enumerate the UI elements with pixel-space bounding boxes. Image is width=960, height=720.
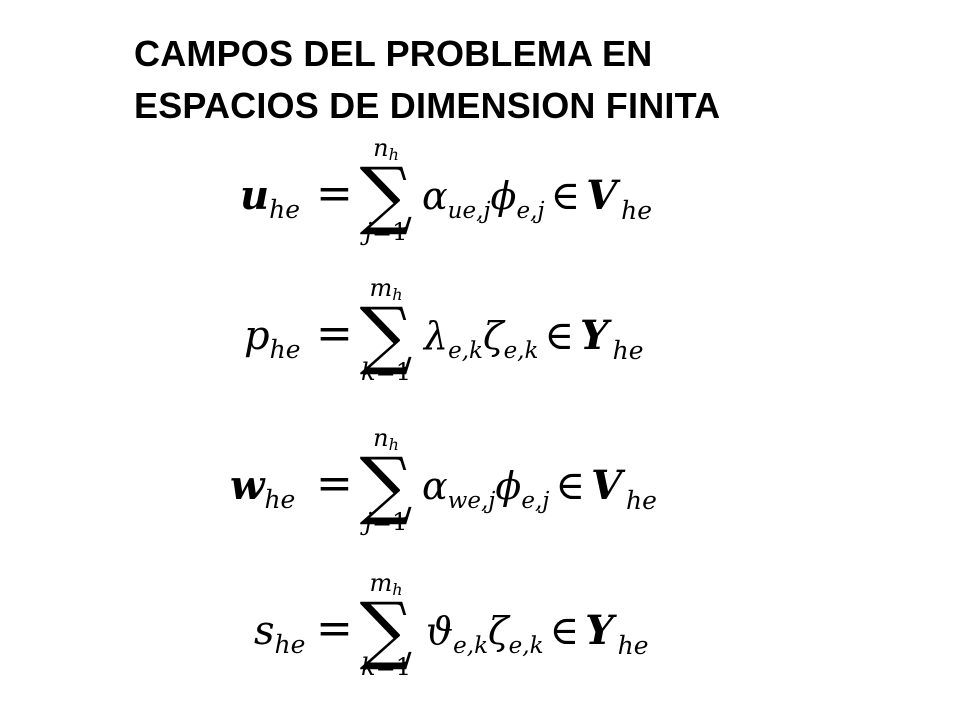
space-subscript: he (621, 196, 653, 225)
sum-upper-limit: mh (356, 274, 416, 304)
lhs-variable: u (240, 172, 270, 219)
basis-subscript: e,j (516, 198, 545, 224)
sum-upper-subscript: h (388, 435, 399, 454)
space-subscript: he (626, 486, 657, 515)
sum-lower-index: k (361, 358, 376, 386)
element-of-symbol: ∈ (555, 463, 585, 509)
sum-upper-limit: mh (356, 569, 416, 599)
summation-symbol: ∑ (359, 152, 413, 238)
sum-upper-variable: m (369, 569, 393, 597)
basis-subscript: e,k (503, 338, 539, 364)
sum-upper-limit: nh (356, 134, 416, 164)
sum-lower-start: =1 (372, 218, 408, 246)
basis-symbol: ζ (488, 609, 509, 653)
sum-lower-limit: j=1 (351, 510, 421, 534)
sum-upper-variable: m (369, 274, 393, 302)
equals-sign: = (316, 458, 353, 509)
space-symbol: V (586, 172, 618, 219)
sum-upper-variable: n (373, 424, 389, 452)
sum-lower-index: k (361, 653, 376, 681)
equation-lhs: uhe (240, 176, 300, 225)
sum-lower-start: =1 (372, 508, 408, 536)
space-symbol: V (591, 462, 623, 509)
coefficient-symbol: ϑ (426, 609, 454, 653)
coefficient-subscript: we,j (447, 488, 496, 514)
sum-upper-subscript: h (388, 145, 399, 164)
coefficient-symbol: α (422, 464, 448, 508)
sum-lower-limit: k=1 (351, 655, 421, 679)
equation-lhs: whe (230, 466, 296, 515)
lhs-subscript: he (264, 485, 296, 514)
sum-lower-limit: k=1 (351, 360, 421, 384)
space-subscript: he (617, 631, 649, 660)
basis-symbol: ϕ (495, 464, 522, 508)
sum-lower-start: =1 (375, 358, 411, 386)
coefficient-subscript: e,k (448, 338, 483, 364)
equals-sign: = (316, 308, 353, 359)
space-symbol: Y (585, 607, 614, 654)
lhs-subscript: he (269, 195, 300, 224)
element-of-symbol: ∈ (550, 173, 581, 219)
summation-symbol: ∑ (359, 442, 413, 528)
lhs-subscript: he (274, 630, 306, 659)
summation-symbol: ∑ (359, 292, 413, 378)
basis-symbol: ϕ (490, 174, 517, 218)
sum-lower-index: j (364, 218, 373, 246)
element-of-symbol: ∈ (549, 608, 580, 654)
lhs-variable: w (230, 462, 265, 509)
equals-sign: = (316, 603, 353, 654)
space-subscript: he (612, 336, 644, 365)
coefficient-symbol: λ (424, 314, 449, 358)
coefficient-symbol: α (422, 174, 448, 218)
coefficient-subscript: e,k (453, 633, 489, 659)
lhs-variable: s (254, 608, 275, 654)
title-line-2: ESPACIOS DE DIMENSION FINITA (134, 85, 721, 126)
coefficient-subscript: ue,j (447, 198, 491, 224)
equation-lhs: phe (244, 313, 301, 364)
sum-lower-index: j (364, 508, 373, 536)
basis-subscript: e,k (508, 633, 544, 659)
sum-upper-variable: n (373, 134, 389, 162)
basis-symbol: ζ (482, 314, 504, 358)
basis-subscript: e,j (521, 488, 550, 514)
element-of-symbol: ∈ (544, 313, 575, 359)
lhs-subscript: he (269, 335, 301, 364)
summation-symbol: ∑ (359, 587, 413, 673)
sum-upper-subscript: h (392, 580, 403, 599)
sum-lower-start: =1 (375, 653, 411, 681)
title-line-1: CAMPOS DEL PROBLEMA EN (134, 33, 653, 74)
sum-upper-limit: nh (356, 424, 416, 454)
slide-title: CAMPOS DEL PROBLEMA EN ESPACIOS DE DIMEN… (134, 28, 720, 132)
sum-lower-limit: j=1 (351, 220, 421, 244)
equation-lhs: she (254, 608, 306, 659)
sum-upper-subscript: h (392, 285, 403, 304)
space-symbol: Y (580, 312, 609, 359)
equals-sign: = (316, 168, 353, 219)
lhs-variable: p (244, 313, 270, 359)
